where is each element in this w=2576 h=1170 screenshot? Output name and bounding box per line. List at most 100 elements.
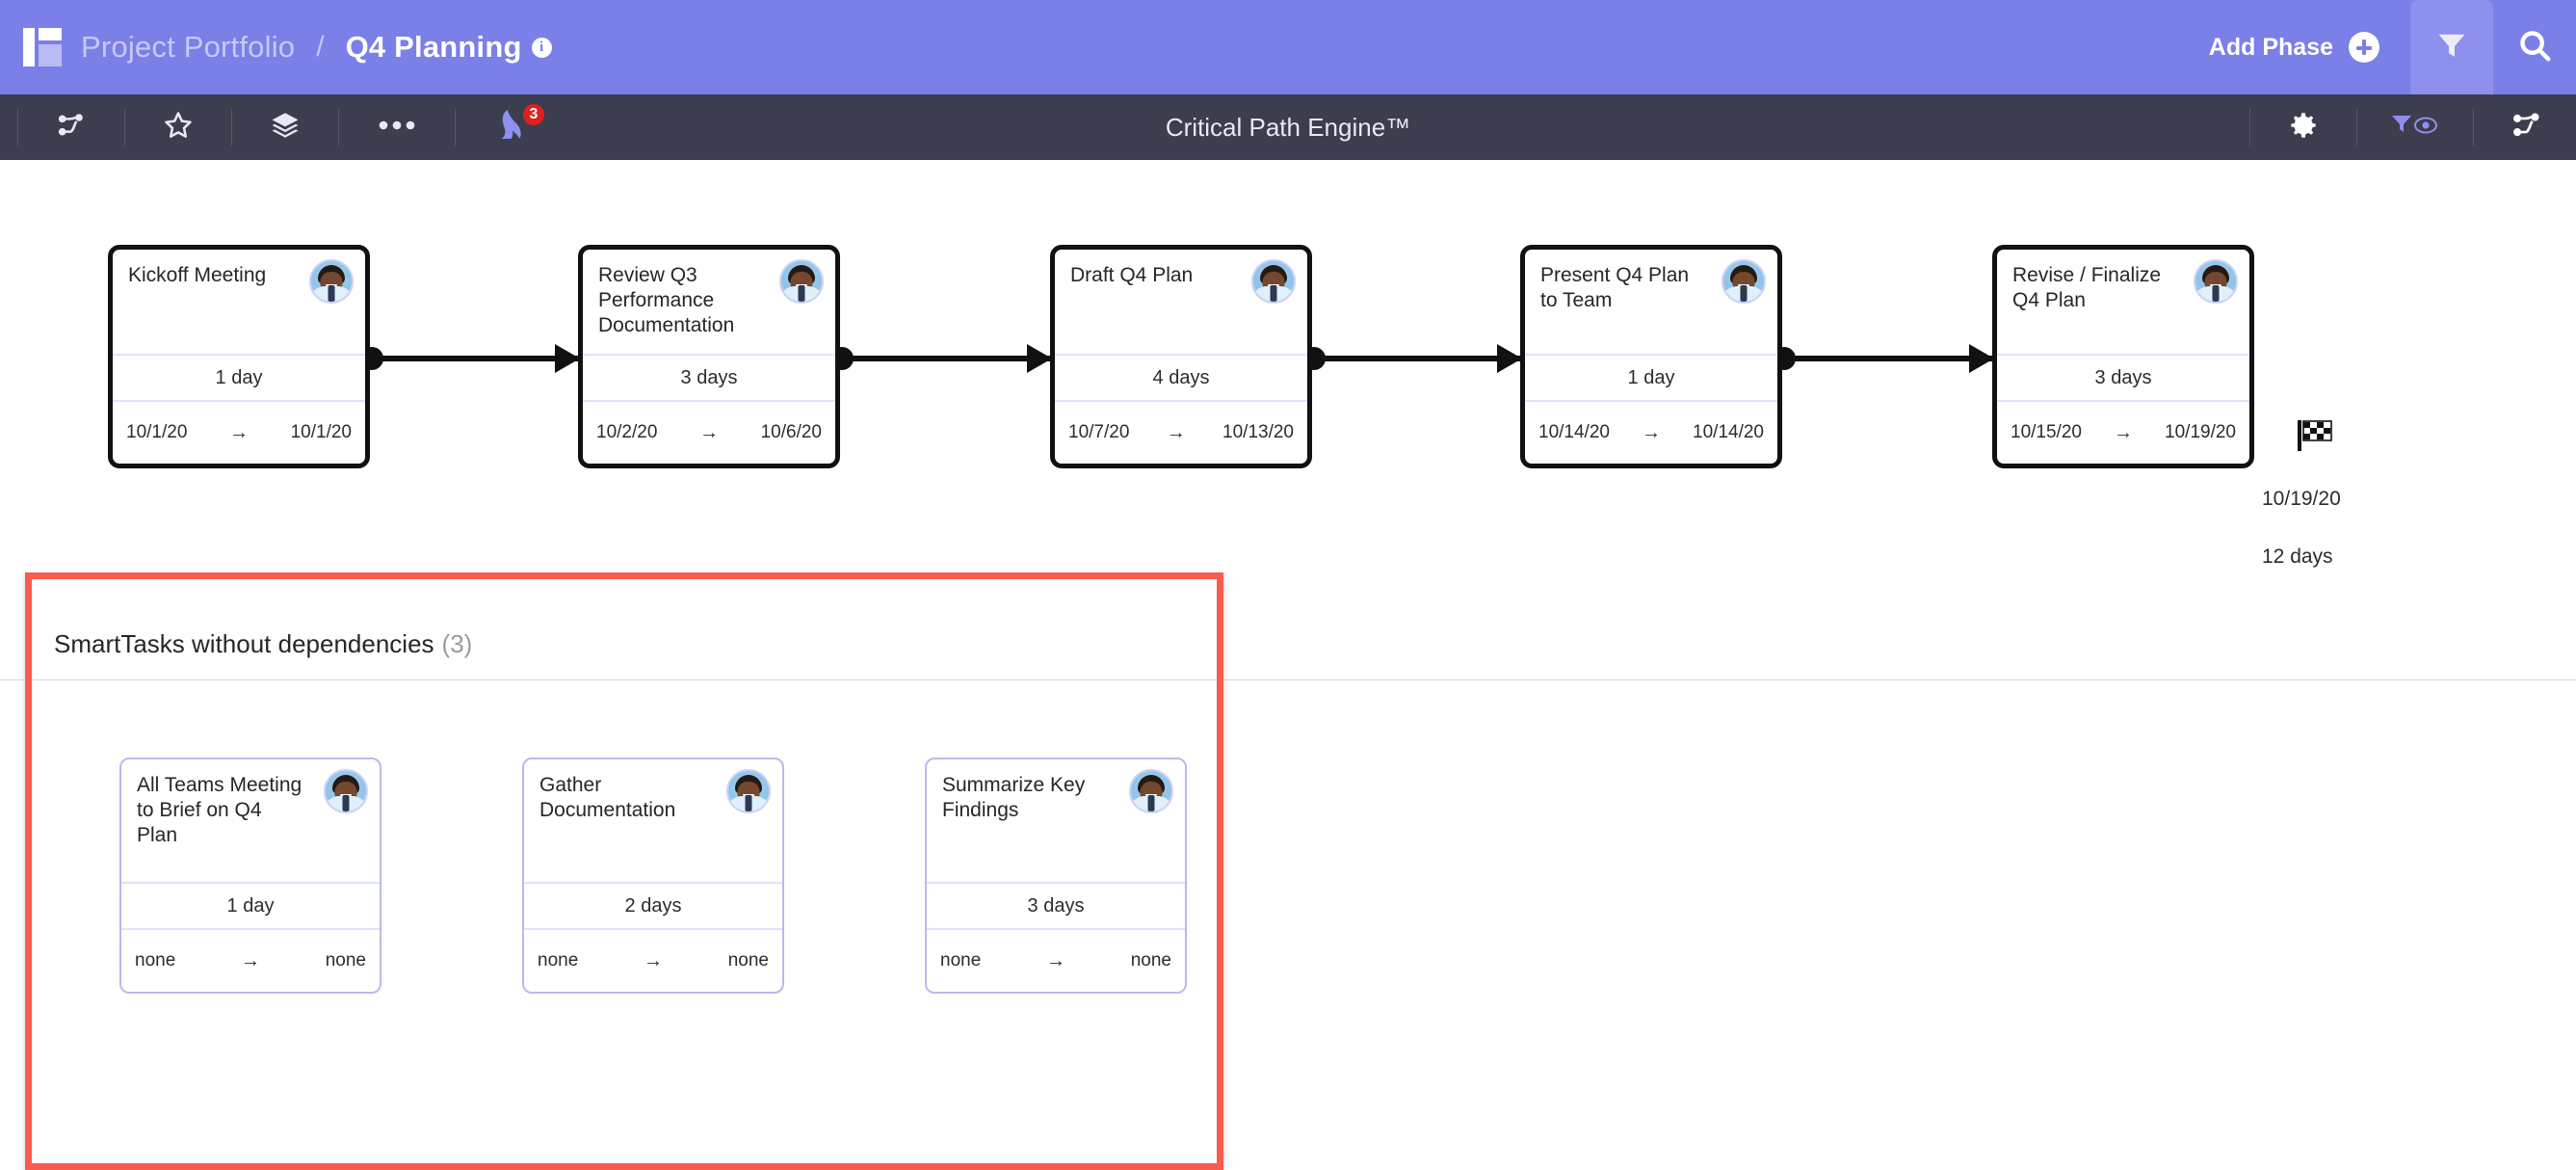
toolbar-left-group: 3 bbox=[0, 94, 548, 160]
layers-button[interactable] bbox=[255, 94, 315, 160]
date-arrow-icon: → bbox=[1642, 421, 1661, 443]
settings-button[interactable] bbox=[2274, 94, 2333, 160]
dependency-connector bbox=[360, 344, 580, 373]
task-duration: 1 day bbox=[113, 354, 365, 402]
task-card[interactable]: Summarize Key Findings 3 days none → non… bbox=[925, 758, 1187, 994]
task-card[interactable]: Present Q4 Plan to Team 1 day 10/14/20 →… bbox=[1520, 245, 1782, 468]
task-start-date: 10/14/20 bbox=[1538, 422, 1610, 442]
task-card[interactable]: Gather Documentation 2 days none → none bbox=[522, 758, 784, 994]
connector-arrowhead bbox=[555, 344, 580, 373]
filter-visibility-button[interactable] bbox=[2380, 94, 2450, 160]
filter-visibility-icon bbox=[2389, 110, 2441, 146]
breadcrumb-root-link[interactable]: Project Portfolio bbox=[81, 30, 296, 64]
task-card[interactable]: Review Q3 Performance Documentation 3 da… bbox=[578, 245, 840, 468]
orphan-section-heading: SmartTasks without dependencies(3) bbox=[54, 629, 472, 659]
connector-arrowhead bbox=[1027, 344, 1052, 373]
plus-circle-icon bbox=[2349, 32, 2379, 63]
task-card-header: Summarize Key Findings bbox=[927, 759, 1185, 882]
avatar[interactable] bbox=[726, 769, 771, 813]
dependency-graph-icon bbox=[56, 110, 87, 146]
task-title: Draft Q4 Plan bbox=[1070, 264, 1194, 286]
task-start-date: 10/15/20 bbox=[2011, 422, 2082, 442]
add-phase-label: Add Phase bbox=[2208, 33, 2333, 61]
task-dates: none → none bbox=[927, 930, 1185, 992]
task-card-header: Review Q3 Performance Documentation bbox=[583, 250, 835, 354]
favorite-button[interactable] bbox=[148, 94, 208, 160]
task-title: Gather Documentation bbox=[539, 774, 676, 821]
task-dates: 10/1/20 → 10/1/20 bbox=[113, 402, 365, 464]
toolbar-divider bbox=[231, 109, 232, 146]
avatar[interactable] bbox=[2194, 259, 2238, 304]
avatar[interactable] bbox=[779, 259, 824, 304]
date-arrow-icon: → bbox=[1166, 421, 1186, 443]
date-arrow-icon: → bbox=[1046, 949, 1065, 971]
task-duration: 3 days bbox=[1997, 354, 2249, 402]
task-dates: 10/2/20 → 10/6/20 bbox=[583, 402, 835, 464]
toolbar-divider bbox=[17, 109, 18, 146]
avatar[interactable] bbox=[324, 769, 368, 813]
task-end-date: 10/19/20 bbox=[2165, 422, 2236, 442]
dependency-graph-button-right[interactable] bbox=[2497, 94, 2557, 160]
task-card[interactable]: Draft Q4 Plan 4 days 10/7/20 → 10/13/20 bbox=[1050, 245, 1312, 468]
toolbar-divider bbox=[338, 109, 339, 146]
more-options-button[interactable] bbox=[362, 94, 432, 160]
date-arrow-icon: → bbox=[2114, 421, 2133, 443]
toolbar-divider bbox=[2473, 109, 2474, 146]
task-dates: 10/7/20 → 10/13/20 bbox=[1055, 402, 1307, 464]
connector-arrowhead bbox=[1969, 344, 1994, 373]
task-duration: 3 days bbox=[583, 354, 835, 402]
task-card-header: Present Q4 Plan to Team bbox=[1525, 250, 1777, 354]
task-card-header: Revise / Finalize Q4 Plan bbox=[1997, 250, 2249, 354]
toolbar-right-group bbox=[2226, 94, 2576, 160]
task-card-header: All Teams Meeting to Brief on Q4 Plan bbox=[121, 759, 380, 882]
breadcrumb: Project Portfolio / Q4 Planning i bbox=[0, 26, 552, 68]
project-total-duration: 12 days bbox=[2262, 545, 2333, 568]
task-duration: 4 days bbox=[1055, 354, 1307, 402]
dependency-connector bbox=[1302, 344, 1522, 373]
avatar[interactable] bbox=[1129, 769, 1173, 813]
gear-icon bbox=[2287, 109, 2320, 146]
task-card[interactable]: Kickoff Meeting 1 day 10/1/20 → 10/1/20 bbox=[108, 245, 370, 468]
task-title: All Teams Meeting to Brief on Q4 Plan bbox=[137, 774, 302, 846]
orphan-section-count: (3) bbox=[441, 629, 473, 658]
avatar[interactable] bbox=[1251, 259, 1296, 304]
search-icon bbox=[2516, 27, 2553, 68]
dependency-graph-icon bbox=[2510, 109, 2543, 146]
critical-path-chain: Kickoff Meeting 1 day 10/1/20 → 10/1/20 … bbox=[0, 160, 2576, 568]
task-duration: 1 day bbox=[1525, 354, 1777, 402]
dependency-graph-button[interactable] bbox=[41, 94, 101, 160]
task-title: Review Q3 Performance Documentation bbox=[598, 264, 735, 336]
avatar[interactable] bbox=[309, 259, 354, 304]
task-title: Kickoff Meeting bbox=[128, 264, 267, 286]
task-card[interactable]: All Teams Meeting to Brief on Q4 Plan 1 … bbox=[119, 758, 381, 994]
add-phase-button[interactable]: Add Phase bbox=[2209, 32, 2410, 63]
secondary-toolbar: Critical Path Engine™ bbox=[0, 94, 2576, 160]
portfolio-logo-icon bbox=[21, 26, 64, 68]
task-card[interactable]: Revise / Finalize Q4 Plan 3 days 10/15/2… bbox=[1992, 245, 2254, 468]
task-title: Revise / Finalize Q4 Plan bbox=[2012, 264, 2162, 311]
checkered-flag-icon bbox=[2296, 418, 2334, 458]
task-start-date: none bbox=[940, 950, 982, 971]
dependency-connector bbox=[830, 344, 1052, 373]
task-start-date: 10/1/20 bbox=[126, 422, 188, 442]
task-start-date: none bbox=[538, 950, 579, 971]
task-start-date: 10/7/20 bbox=[1068, 422, 1130, 442]
filter-button[interactable] bbox=[2410, 0, 2493, 94]
more-options-icon bbox=[379, 119, 415, 136]
orphan-section-title: SmartTasks without dependencies bbox=[54, 629, 434, 658]
breadcrumb-current-page: Q4 Planning bbox=[345, 30, 522, 64]
task-card-header: Gather Documentation bbox=[524, 759, 782, 882]
resources-button[interactable]: 3 bbox=[479, 94, 548, 160]
search-button[interactable] bbox=[2493, 0, 2576, 94]
date-arrow-icon: → bbox=[699, 421, 719, 443]
project-finish-date: 10/19/20 bbox=[2262, 488, 2341, 510]
task-end-date: none bbox=[325, 950, 366, 971]
avatar[interactable] bbox=[1722, 259, 1766, 304]
toolbar-divider bbox=[2356, 109, 2357, 146]
date-arrow-icon: → bbox=[229, 421, 249, 443]
task-start-date: none bbox=[135, 950, 176, 971]
top-app-bar: Project Portfolio / Q4 Planning i Add Ph… bbox=[0, 0, 2576, 94]
section-divider bbox=[0, 679, 2576, 680]
task-dates: none → none bbox=[524, 930, 782, 992]
info-icon[interactable]: i bbox=[531, 37, 552, 58]
